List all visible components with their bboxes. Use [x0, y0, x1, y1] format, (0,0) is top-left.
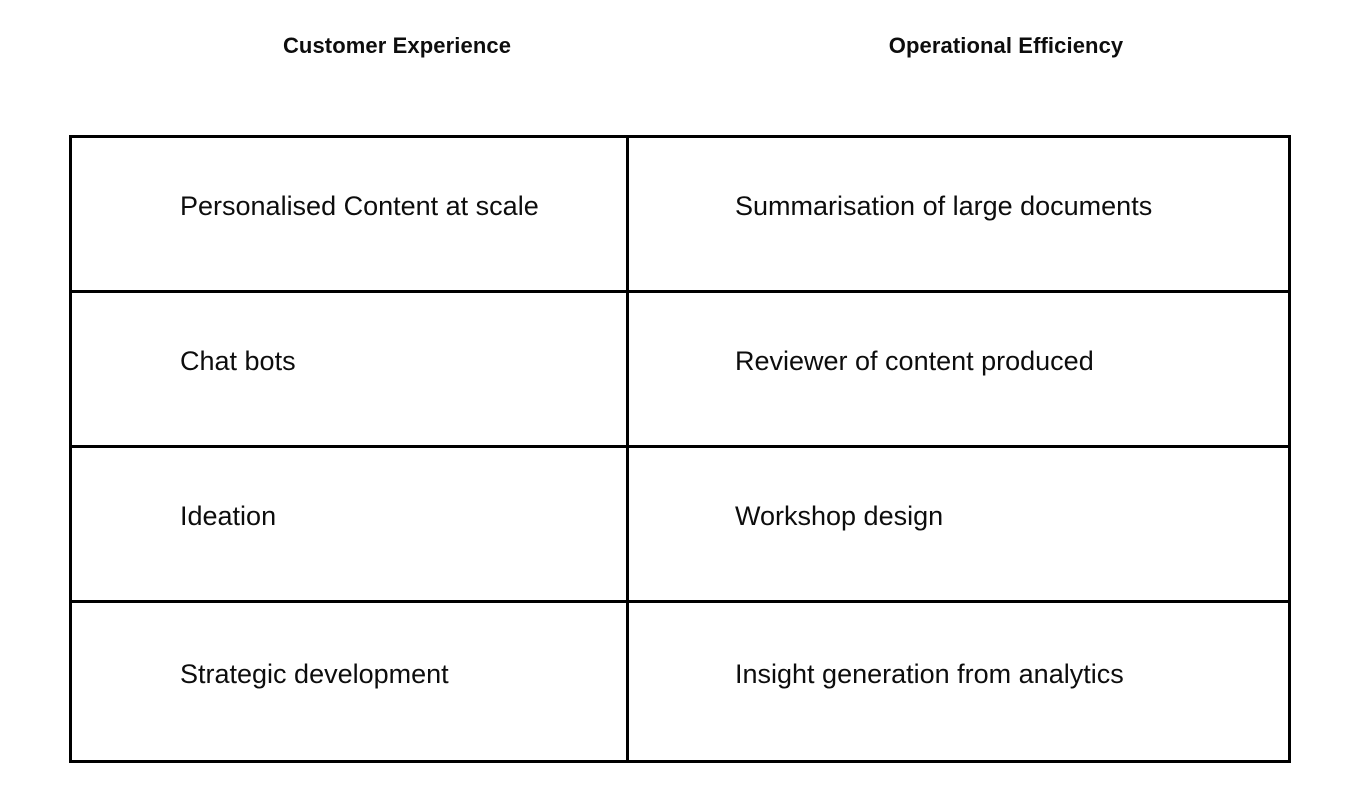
- table-cell-operational-efficiency: Insight generation from analytics: [626, 599, 1291, 764]
- table-row: Personalised Content at scale Summarisat…: [69, 135, 1291, 293]
- column-heading-operational-efficiency: Operational Efficiency: [888, 33, 1124, 58]
- table-cell-customer-experience: Personalised Content at scale: [69, 135, 629, 293]
- cell-text: Strategic development: [180, 658, 449, 689]
- cell-text: Workshop design: [735, 500, 944, 531]
- cell-text: Reviewer of content produced: [735, 345, 1094, 376]
- table-cell-operational-efficiency: Workshop design: [626, 444, 1291, 603]
- table-cell-operational-efficiency: Summarisation of large documents: [626, 135, 1291, 293]
- capability-matrix-table: Personalised Content at scale Summarisat…: [69, 135, 1291, 764]
- table-cell-customer-experience: Chat bots: [69, 289, 629, 448]
- column-headings: Customer Experience Operational Efficien…: [0, 0, 1368, 100]
- table-row: Strategic development Insight generation…: [69, 599, 1291, 764]
- column-heading-customer-experience: Customer Experience: [282, 33, 512, 58]
- cell-text: Summarisation of large documents: [735, 191, 1153, 221]
- table-cell-operational-efficiency: Reviewer of content produced: [626, 289, 1291, 448]
- cell-text: Personalised Content at scale: [180, 191, 539, 221]
- table-cell-customer-experience: Strategic development: [69, 599, 629, 764]
- cell-text: Insight generation from analytics: [735, 658, 1124, 689]
- cell-text: Ideation: [180, 500, 277, 531]
- table-cell-customer-experience: Ideation: [69, 444, 629, 603]
- table-row: Ideation Workshop design: [69, 444, 1291, 603]
- cell-text: Chat bots: [180, 345, 296, 376]
- table-row: Chat bots Reviewer of content produced: [69, 289, 1291, 448]
